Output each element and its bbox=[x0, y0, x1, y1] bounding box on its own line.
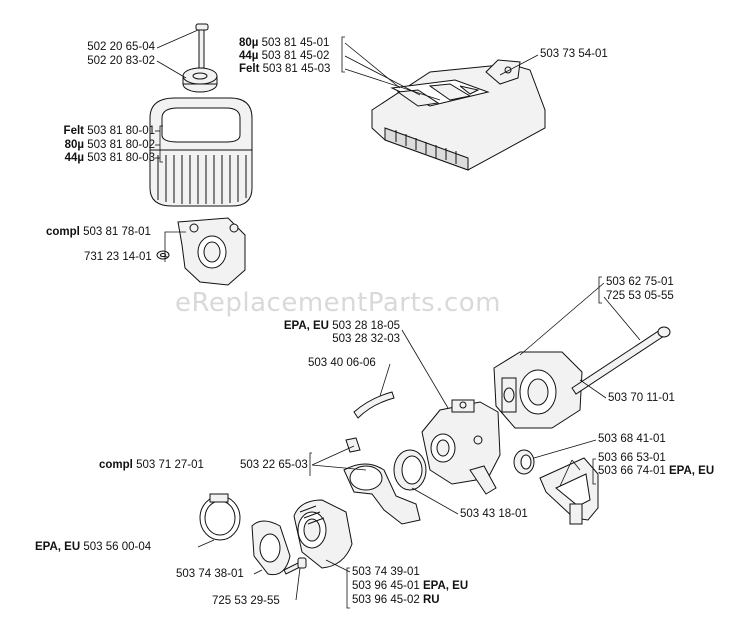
label-brackets bbox=[159, 36, 602, 609]
label-503-62-75-01: 503 62 75-01 bbox=[606, 276, 674, 288]
intake-bellows bbox=[343, 463, 421, 525]
label-503-22-65-03: 503 22 65-03 bbox=[240, 459, 308, 471]
choke-lever bbox=[539, 457, 599, 525]
label-731-23-14-01: 731 23 14-01 bbox=[84, 251, 152, 263]
intake-tube bbox=[353, 391, 395, 419]
label-503-81-45-03: Felt 503 81 45-03 bbox=[239, 63, 331, 75]
label-503-73-54-01: 503 73 54-01 bbox=[540, 48, 608, 60]
label-503-66-53-01: 503 66 53-01 bbox=[598, 452, 666, 464]
watermark: eReplacementParts.com bbox=[175, 288, 502, 318]
long-bolt bbox=[571, 326, 671, 395]
label-503-96-45-01: 503 96 45-01 EPA, EU bbox=[352, 580, 469, 592]
cylinder-cover bbox=[371, 59, 546, 171]
label-503-70-11-01: 503 70 11-01 bbox=[608, 392, 675, 404]
label-503-74-39-01: 503 74 39-01 bbox=[352, 566, 420, 578]
leader-lines bbox=[155, 29, 641, 601]
label-503-81-45-01: 80µ 503 81 45-01 bbox=[239, 37, 330, 49]
label-503-81-80-01: Felt 503 81 80-01 bbox=[63, 125, 155, 137]
label-503-81-45-02: 44µ 503 81 45-02 bbox=[239, 50, 330, 62]
label-725-53-29-55: 725 53 29-55 bbox=[212, 595, 280, 607]
screw bbox=[283, 557, 307, 575]
label-503-28-32-03: 503 28 32-03 bbox=[332, 333, 400, 345]
intake-elbow bbox=[293, 499, 353, 569]
carburetor bbox=[421, 399, 501, 495]
label-502-20-65-04: 502 20 65-04 bbox=[87, 41, 155, 53]
label-503-68-41-01: 503 68 41-01 bbox=[598, 433, 666, 445]
air-filter-stud bbox=[195, 23, 209, 69]
label-503-74-38-01: 503 74 38-01 bbox=[176, 568, 244, 580]
holder-nut bbox=[156, 250, 170, 260]
label-503-43-18-01: 503 43 18-01 bbox=[460, 508, 528, 520]
hose-clamp bbox=[199, 493, 241, 541]
air-filter bbox=[149, 97, 253, 207]
intake-manifold bbox=[493, 351, 583, 429]
label-503-66-74-01: 503 66 74-01 EPA, EU bbox=[598, 465, 715, 477]
label-503-81-78-01: compl 503 81 78-01 bbox=[46, 226, 151, 238]
label-503-81-80-03: 44µ 503 81 80-03 bbox=[64, 152, 155, 164]
air-filter-knob bbox=[182, 67, 218, 93]
label-503-56-00-04: EPA, EU 503 56 00-04 bbox=[35, 541, 152, 553]
label-503-71-27-01: compl 503 71 27-01 bbox=[99, 459, 204, 471]
label-503-96-45-02: 503 96 45-02 RU bbox=[352, 594, 440, 606]
label-502-20-83-02: 502 20 83-02 bbox=[87, 55, 155, 67]
clip bbox=[513, 449, 535, 475]
flange bbox=[251, 520, 291, 576]
label-503-40-06-06: 503 40 06-06 bbox=[308, 357, 376, 369]
intake-ring bbox=[393, 449, 427, 491]
label-503-81-80-02: 80µ 503 81 80-02 bbox=[64, 139, 155, 151]
filter-holder bbox=[177, 217, 246, 286]
label-725-53-05-55: 725 53 05-55 bbox=[606, 290, 674, 302]
label-503-28-18-05: EPA, EU 503 28 18-05 bbox=[283, 320, 400, 332]
snap-bracket bbox=[345, 437, 361, 453]
